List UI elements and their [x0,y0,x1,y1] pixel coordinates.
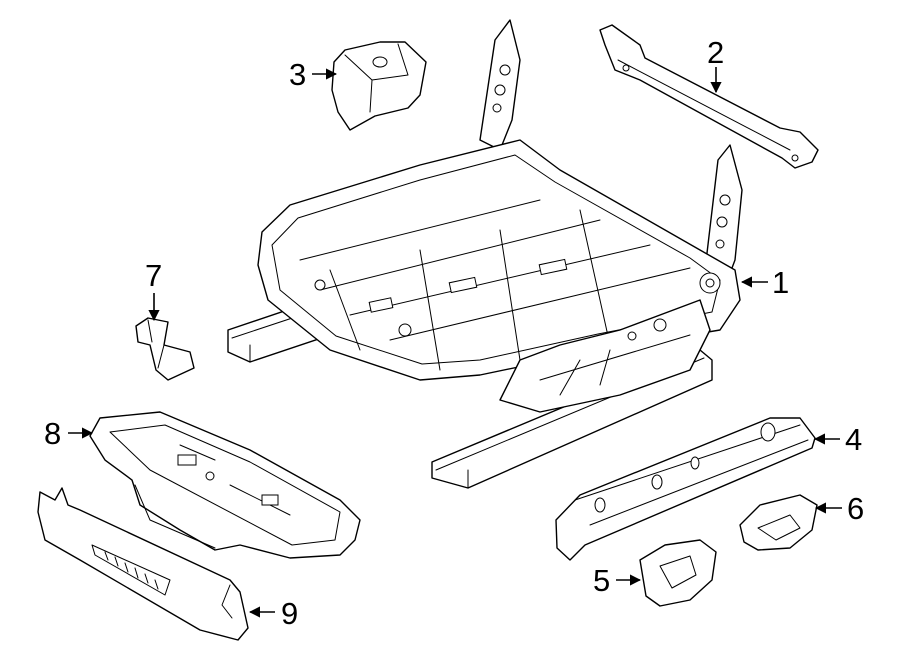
part-4-rail-cover[interactable] [555,417,816,561]
part-9-trim-panel[interactable] [37,487,249,641]
part-7-clip[interactable] [135,317,195,381]
callout-7: 7 [145,258,162,293]
callout-8: 8 [44,416,61,451]
callout-6: 6 [847,491,864,526]
callout-5: 5 [593,563,610,598]
part-5-knob[interactable] [639,539,717,607]
part-6-knob[interactable] [739,494,818,551]
callout-3: 3 [289,57,306,92]
callout-2: 2 [707,35,724,70]
part-8-cushion-pan[interactable] [89,411,361,559]
callout-4: 4 [845,422,862,457]
part-2-support-bar[interactable] [599,24,819,169]
part-1-seat-frame[interactable] [227,19,743,489]
callout-1: 1 [772,265,789,300]
callout-9: 9 [281,596,298,631]
part-3-cover[interactable] [331,41,427,131]
